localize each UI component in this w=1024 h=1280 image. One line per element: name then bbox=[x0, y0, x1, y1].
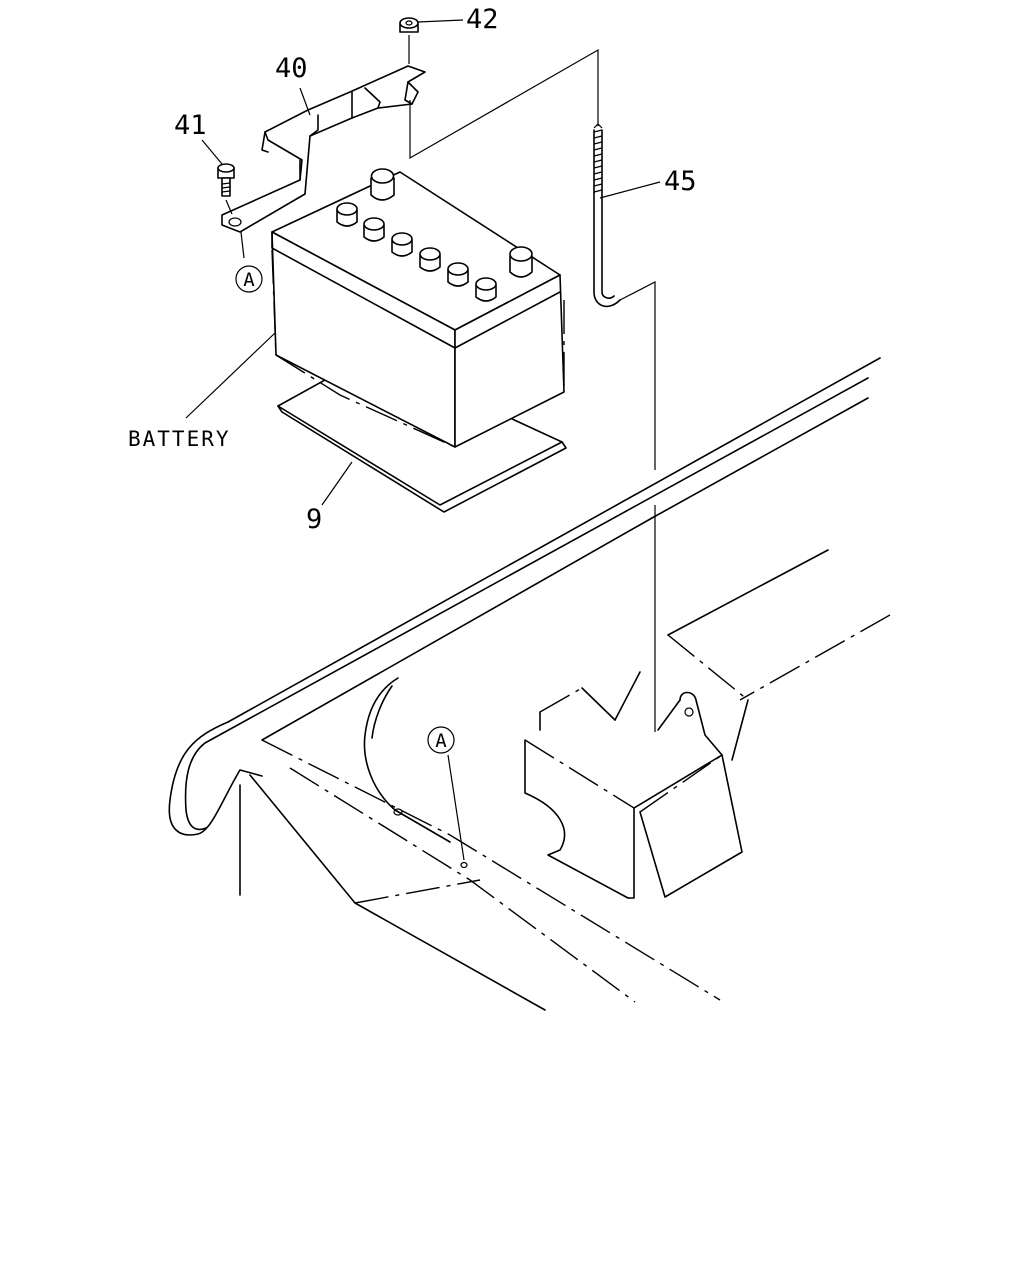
battery-terminals bbox=[336, 168, 533, 302]
reference-a-top: A bbox=[235, 265, 263, 293]
nut-42 bbox=[399, 17, 419, 64]
rod-45 bbox=[593, 123, 621, 308]
battery-body bbox=[271, 171, 565, 448]
callout-40: 40 bbox=[275, 53, 308, 84]
vehicle-frame bbox=[168, 357, 891, 1011]
callout-45: 45 bbox=[664, 166, 697, 197]
callout-battery: BATTERY bbox=[128, 427, 231, 451]
svg-text:A: A bbox=[243, 269, 255, 291]
svg-text:A: A bbox=[435, 730, 447, 752]
callout-41: 41 bbox=[174, 110, 207, 141]
reference-a-bottom: A bbox=[427, 726, 455, 754]
assembly-lines bbox=[185, 19, 661, 861]
battery-carrier-bracket bbox=[524, 671, 743, 899]
callout-9: 9 bbox=[306, 504, 322, 535]
hold-down-clamp bbox=[221, 65, 426, 233]
callout-42: 42 bbox=[466, 4, 499, 35]
bolt-41 bbox=[217, 163, 235, 215]
